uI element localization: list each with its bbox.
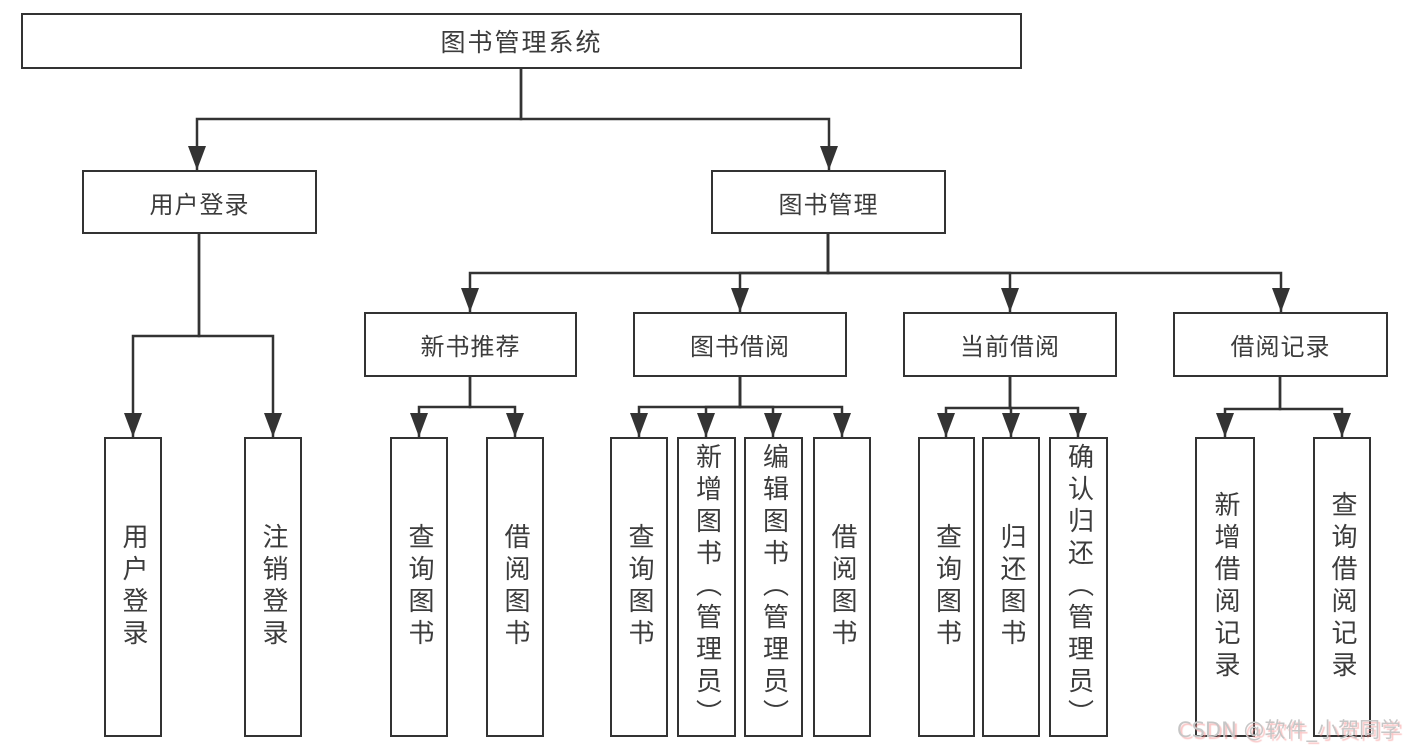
- edge-line: [417, 377, 472, 437]
- edge-arrowhead: [1069, 413, 1087, 437]
- node-label: 确认归还（管理员）: [1063, 443, 1094, 731]
- node-label: 借阅图书: [827, 523, 857, 651]
- edge-line: [1223, 377, 1282, 437]
- edge-arrowhead: [506, 413, 524, 437]
- node-leaf-bb-add: 新增图书（管理员）: [677, 437, 736, 737]
- node-label: 图书借阅: [690, 333, 790, 361]
- edge-arrowhead: [264, 413, 282, 437]
- edge-arrowhead: [1272, 288, 1290, 312]
- node-borrow-records: 借阅记录: [1173, 312, 1388, 377]
- edge-line: [1008, 377, 1080, 437]
- edge-line: [468, 377, 517, 437]
- node-book-mgmt: 图书管理: [711, 170, 946, 234]
- node-leaf-br-query: 查询借阅记录: [1313, 437, 1371, 737]
- node-label: 新增借阅记录: [1210, 491, 1240, 683]
- node-label: 用户登录: [118, 523, 148, 651]
- node-leaf-cb-return: 归还图书: [982, 437, 1040, 737]
- node-leaf-user-login: 用户登录: [104, 437, 162, 737]
- node-label: 查询图书: [404, 523, 434, 651]
- node-leaf-logout: 注销登录: [244, 437, 302, 737]
- edge-line: [197, 234, 275, 437]
- edge-line: [826, 234, 1283, 312]
- edge-line: [704, 377, 742, 437]
- node-label: 查询图书: [931, 523, 962, 651]
- edge-arrowhead: [764, 413, 782, 437]
- node-book-borrow: 图书借阅: [633, 312, 847, 377]
- edge-arrowhead: [461, 288, 479, 312]
- edge-arrowhead: [820, 146, 838, 170]
- node-label: 注销登录: [258, 523, 288, 651]
- node-leaf-bb-borrow: 借阅图书: [813, 437, 871, 737]
- edge-line: [131, 234, 201, 437]
- edge-arrowhead: [1216, 413, 1234, 437]
- node-label: 查询图书: [624, 523, 654, 651]
- node-label: 查询借阅记录: [1327, 491, 1357, 683]
- edge-line: [519, 69, 831, 170]
- node-root: 图书管理系统: [21, 13, 1022, 69]
- node-label: 新书推荐: [420, 333, 521, 361]
- node-leaf-bb-query: 查询图书: [610, 437, 668, 737]
- edge-arrowhead: [937, 413, 955, 437]
- node-leaf-cb-confirm: 确认归还（管理员）: [1049, 437, 1108, 737]
- node-label: 图书管理: [778, 190, 879, 219]
- node-label: 当前借阅: [960, 333, 1060, 361]
- edge-arrowhead: [833, 413, 851, 437]
- node-leaf-cb-query: 查询图书: [918, 437, 975, 737]
- edge-arrowhead: [1001, 288, 1019, 312]
- edge-arrowhead: [1002, 413, 1020, 437]
- edge-arrowhead: [630, 413, 648, 437]
- node-label: 借阅图书: [500, 523, 530, 651]
- node-label: 图书管理系统: [440, 28, 603, 57]
- edge-line: [195, 69, 523, 170]
- edge-line: [1278, 377, 1344, 437]
- edge-arrowhead: [1333, 413, 1351, 437]
- edge-line: [738, 377, 844, 437]
- edge-arrowhead: [188, 146, 206, 170]
- node-new-book-rec: 新书推荐: [364, 312, 577, 377]
- node-label: 借阅记录: [1230, 333, 1331, 361]
- node-label: 编辑图书（管理员）: [758, 443, 789, 731]
- node-leaf-br-add: 新增借阅记录: [1195, 437, 1255, 737]
- edge-line: [944, 377, 1012, 437]
- edge-arrowhead: [697, 413, 715, 437]
- node-leaf-bb-edit: 编辑图书（管理员）: [744, 437, 803, 737]
- node-label: 用户登录: [149, 190, 250, 219]
- node-label: 归还图书: [996, 523, 1026, 651]
- edge-arrowhead: [731, 288, 749, 312]
- node-leaf-nbr-borrow: 借阅图书: [486, 437, 544, 737]
- node-leaf-nbr-query: 查询图书: [390, 437, 448, 737]
- node-label: 新增图书（管理员）: [691, 443, 722, 731]
- watermark: CSDN @软件_小贺同学: [1176, 718, 1401, 742]
- edge-arrowhead: [410, 413, 428, 437]
- edge-line: [738, 234, 830, 312]
- edge-arrowhead: [124, 413, 142, 437]
- node-current-borrow: 当前借阅: [903, 312, 1117, 377]
- node-user-login: 用户登录: [82, 170, 317, 234]
